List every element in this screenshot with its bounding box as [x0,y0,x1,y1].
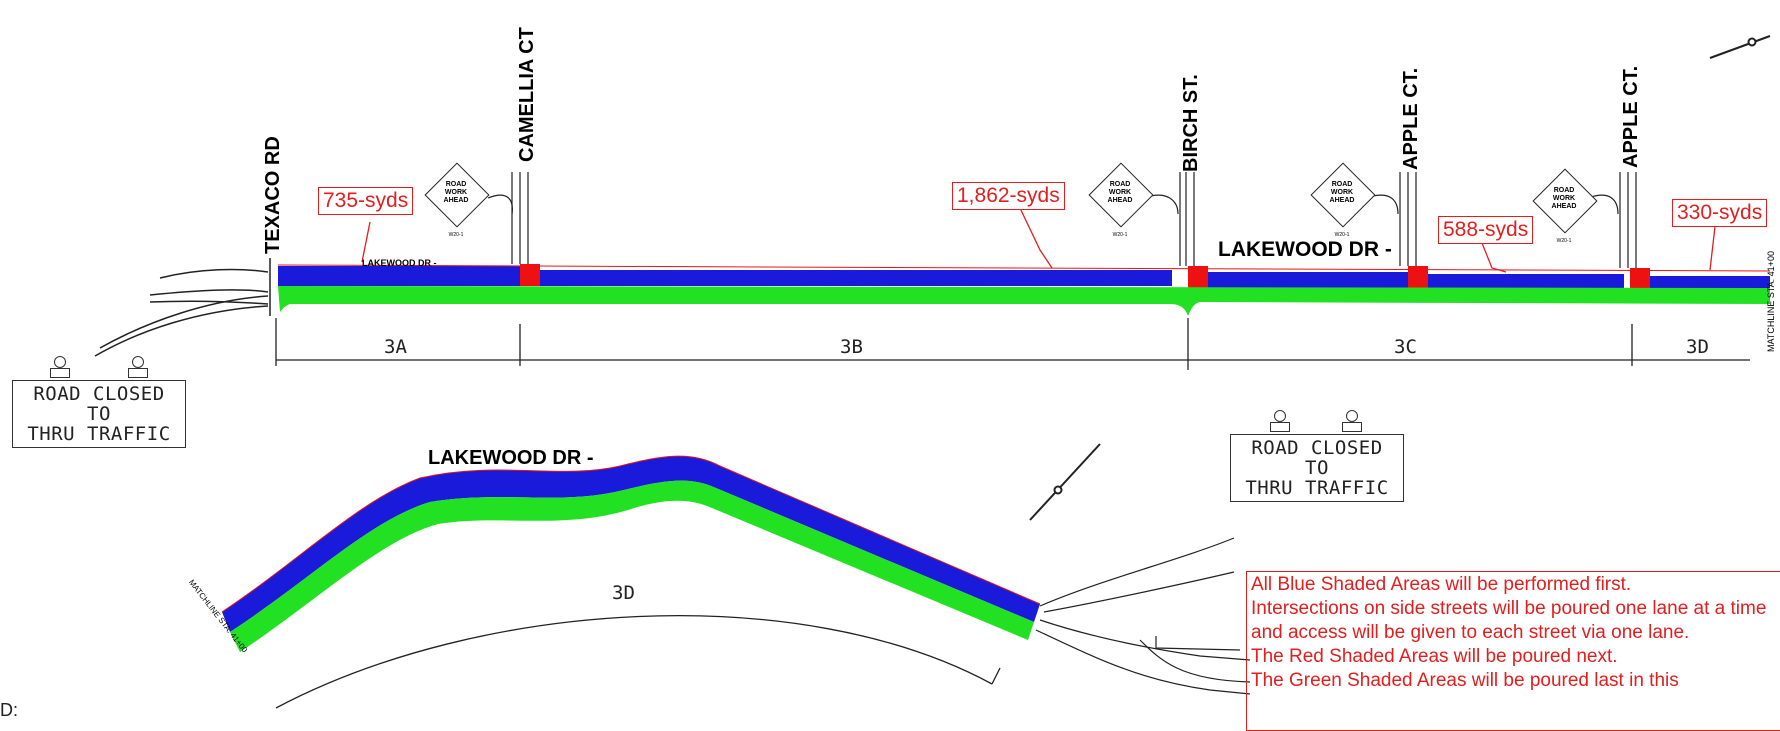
sign-text-road: ROAD [1331,181,1353,188]
blue-lane-bottom [222,456,1040,632]
red-area-camellia [520,264,540,286]
quantity-label-3a: 735-syds [318,187,414,215]
blue-lane-3d [1650,276,1770,288]
road-work-sign-2: ROAD WORK AHEAD W20-1 [1088,162,1154,238]
blue-lane-3a [278,266,520,286]
street-label-birch: BIRCH ST. [1180,74,1202,172]
sign-code: W20-1 [448,232,464,238]
road-work-sign-1: ROAD WORK AHEAD W20-1 [424,162,490,238]
green-lane-top [278,286,1770,316]
barricade-icon [50,356,70,380]
road-closed-line2: TO [1305,457,1329,479]
road-closed-line3: THRU TRAFFIC [1245,477,1389,499]
green-lane-bottom [230,480,1034,652]
sign-text-ahead: AHEAD [443,197,469,204]
lakewood-label-bottom: LAKEWOOD DR - [428,447,594,469]
street-label-camellia: CAMELLIA CT [516,27,538,162]
sign-text-work: WORK [1552,195,1576,202]
bottom-road [221,455,1251,709]
note-line-1: All Blue Shaded Areas will be performed … [1251,574,1632,595]
sign-code: W20-1 [1556,238,1572,244]
street-label-apple-2: APPLE CT. [1620,65,1642,168]
road-closed-text-box: ROAD CLOSED TO THRU TRAFFIC [1230,434,1404,502]
lakewood-label-top: LAKEWOOD DR - [1218,238,1392,261]
red-area-apple2 [1630,268,1650,288]
note-line-4: The Green Shaded Areas will be poured la… [1251,670,1679,691]
sign-text-ahead: AHEAD [1551,203,1577,210]
street-label-texaco: TEXACO RD [262,136,284,254]
segment-label-3d-top: 3D [1686,336,1709,358]
sign-text-ahead: AHEAD [1329,197,1355,204]
phasing-notes-box: All Blue Shaded Areas will be performed … [1246,571,1780,731]
note-line-3: The Red Shaded Areas will be poured next… [1251,646,1618,667]
road-closed-text-box: ROAD CLOSED TO THRU TRAFFIC [12,380,186,448]
road-closed-line2: TO [87,403,111,425]
red-area-birch [1188,266,1208,288]
sign-code: W20-1 [1112,232,1128,238]
road-closed-sign-east: ROAD CLOSED TO THRU TRAFFIC [1230,410,1405,510]
road-work-sign-4: ROAD WORK AHEAD W20-1 [1532,168,1598,244]
quantity-label-3c: 588-syds [1438,216,1534,244]
sign-text-road: ROAD [1553,187,1575,194]
lakewood-label-small: LAKEWOOD DR - [362,258,437,268]
road-closed-line1: ROAD CLOSED [1251,437,1383,459]
sign-text-ahead: AHEAD [1107,197,1133,204]
barricade-icon [128,356,148,380]
matchline-label-top: MATCHLINE STA. 41+00 [1766,251,1776,352]
blue-lane-3b [538,270,1172,286]
road-closed-line3: THRU TRAFFIC [27,423,171,445]
segment-label-3d-bottom: 3D [612,582,635,604]
edge-fragment-text: D: [0,700,18,720]
north-arrow-bottom [1029,443,1101,521]
blue-lane-3c [1208,272,1408,288]
quantity-leaders [361,207,1717,273]
north-arrow-top [1709,35,1771,59]
sign-text-work: WORK [1330,189,1354,196]
sign-text-road: ROAD [1109,181,1131,188]
segment-label-3a: 3A [384,336,407,358]
sign-text-road: ROAD [445,181,467,188]
quantity-label-3d: 330-syds [1672,199,1768,227]
road-closed-sign-west: ROAD CLOSED TO THRU TRAFFIC [12,356,187,456]
street-label-apple-1: APPLE CT. [1400,67,1422,170]
road-closed-line1: ROAD CLOSED [33,383,165,405]
sign-text-work: WORK [1108,189,1132,196]
segment-label-3b: 3B [840,336,863,358]
sign-code: W20-1 [1334,232,1350,238]
blue-lane-3c-2 [1428,274,1624,288]
quantity-label-3b: 1,862-syds [952,182,1065,210]
sign-text-work: WORK [444,189,468,196]
segment-label-3c: 3C [1394,336,1417,358]
note-line-2: Intersections on side streets will be po… [1251,598,1767,643]
red-area-apple1 [1408,266,1428,288]
barricade-icon [1270,410,1290,434]
road-work-sign-3: ROAD WORK AHEAD W20-1 [1310,162,1376,238]
barricade-icon [1342,410,1362,434]
top-road [94,172,1771,370]
